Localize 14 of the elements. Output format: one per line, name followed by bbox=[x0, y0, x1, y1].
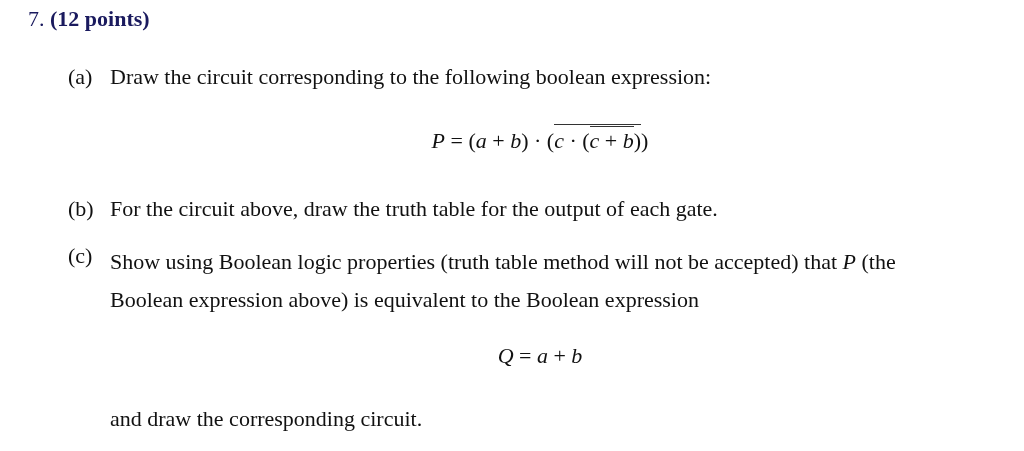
question-text: Draw the circuit corresponding to the following boolean expression: bbox=[110, 64, 712, 91]
formula: c + b bbox=[589, 126, 634, 155]
question-text: Show using Boolean logic properties (truth table method will not be accepted) that P (the Boolean expression above) is equivalent to the Boolean expression bbox=[110, 248, 897, 314]
question-text: For the circuit above, draw the truth table for the output of each gate. bbox=[110, 196, 718, 223]
part-marker: (b) bbox=[68, 196, 94, 223]
formula: P = (a + b) · ( bbox=[431, 128, 555, 155]
question-title: 7. (12 points) bbox=[28, 6, 150, 33]
formula: Q = a + b bbox=[496, 343, 584, 370]
formula: c · ( bbox=[554, 128, 590, 155]
formula: ) bbox=[633, 128, 642, 155]
part-marker: (c) bbox=[68, 243, 93, 270]
formula: ) bbox=[641, 128, 649, 155]
question-text: and draw the corresponding circuit. bbox=[110, 406, 423, 433]
part-marker: (a) bbox=[68, 64, 93, 91]
